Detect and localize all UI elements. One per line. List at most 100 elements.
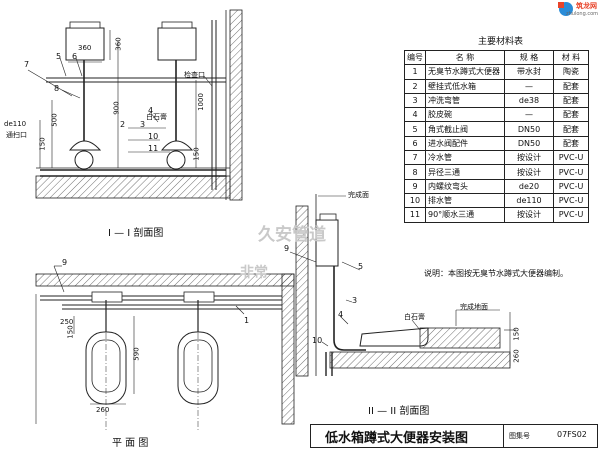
row-spec: DN50	[504, 121, 554, 137]
row-no: 8	[404, 164, 426, 180]
callout-4: 4	[148, 106, 154, 115]
row-spec: —	[504, 78, 554, 94]
s2-label-finish-floor: 完成地面	[460, 303, 488, 311]
row-no: 7	[404, 150, 426, 166]
callout-3: 3	[140, 120, 146, 129]
table-header-row: 编号 名 称 规 格 材 料	[404, 49, 589, 66]
section-2-title: II — II 剖面图	[368, 406, 430, 417]
label-white-stone: 白石膏	[146, 113, 167, 121]
title-block: 低水箱蹲式大便器安装图 图集号 07FS02	[310, 424, 598, 448]
callout-6: 6	[72, 52, 78, 61]
header-name: 名 称	[425, 49, 505, 66]
row-name: 90°顺水三通	[425, 207, 505, 223]
row-name: 异径三通	[425, 164, 505, 180]
row-material: PVC-U	[553, 150, 589, 166]
section-1-drawing	[27, 9, 243, 201]
s2-callout-4: 4	[338, 310, 344, 319]
dim-150-b: 150	[192, 147, 201, 161]
row-name: 进水阀配件	[425, 135, 505, 152]
watermark-text: 久安管道	[258, 225, 326, 245]
row-name: 胶皮碗	[425, 107, 505, 123]
note-text: 说明：本图按无臭节水蹲式大便器编制。	[424, 269, 568, 278]
callout-10: 10	[148, 132, 159, 141]
logo-url: zhulong.com	[566, 11, 599, 17]
row-spec: 按设计	[504, 150, 554, 166]
s2-callout-9: 9	[284, 244, 290, 253]
row-name: 内螺纹弯头	[425, 178, 505, 194]
row-material: 配套	[553, 78, 589, 94]
row-material: PVC-U	[553, 192, 589, 209]
row-no: 6	[404, 135, 426, 152]
row-no: 10	[404, 192, 426, 209]
title-divider	[503, 425, 504, 447]
plan-dim-250: 250	[60, 318, 74, 326]
header-no: 编号	[404, 49, 426, 66]
row-name: 排水管	[425, 192, 505, 209]
row-no: 2	[404, 78, 426, 94]
row-material: 配套	[553, 121, 589, 137]
plan-callout-9: 9	[62, 258, 68, 267]
row-spec: de38	[504, 92, 554, 109]
row-material: PVC-U	[553, 207, 589, 223]
plan-drawing	[35, 265, 295, 430]
callout-11: 11	[148, 144, 159, 153]
row-name: 角式截止阀	[425, 121, 505, 137]
label-cleanout: 通扫口	[6, 131, 27, 139]
row-no: 5	[404, 121, 426, 137]
atlas-label: 图集号	[509, 432, 530, 440]
dim-360-b: 360	[114, 37, 123, 51]
logo-name: 筑龙网	[576, 2, 597, 10]
plan-callout-1: 1	[244, 316, 250, 325]
plan-dim-590: 590	[132, 347, 141, 361]
callout-8: 8	[54, 84, 60, 93]
row-no: 4	[404, 107, 426, 123]
drawing-title: 低水箱蹲式大便器安装图	[325, 431, 469, 446]
row-material: PVC-U	[553, 164, 589, 180]
callout-7: 7	[24, 60, 30, 69]
row-spec: 按设计	[504, 207, 554, 223]
row-spec: DN50	[504, 135, 554, 152]
row-name: 冷水管	[425, 150, 505, 166]
s2-label-white-stone: 白石膏	[404, 313, 425, 321]
s2-callout-3: 3	[352, 296, 358, 305]
callout-2: 2	[120, 120, 126, 129]
label-inspection: 检查口	[184, 71, 205, 79]
row-no: 3	[404, 92, 426, 109]
row-material: 配套	[553, 107, 589, 123]
row-material: 配套	[553, 92, 589, 109]
section-1-title: I — I 剖面图	[108, 228, 164, 239]
row-name: 壁挂式低水箱	[425, 78, 505, 94]
section-2-drawing	[289, 194, 516, 377]
row-spec: —	[504, 107, 554, 123]
plan-title: 平 面 图	[112, 438, 149, 449]
watermark-text-2: 非常	[240, 265, 268, 281]
logo	[558, 2, 573, 16]
s2-dim-260: 260	[512, 349, 521, 363]
row-spec: de20	[504, 178, 554, 194]
row-no: 11	[404, 207, 426, 223]
dim-1000: 1000	[196, 93, 205, 111]
plan-dim-150: 150	[66, 325, 75, 339]
row-name: 无臭节水蹲式大便器	[425, 64, 505, 80]
row-no: 9	[404, 178, 426, 194]
row-name: 冲洗弯管	[425, 92, 505, 109]
row-spec: 按设计	[504, 164, 554, 180]
row-spec: 带水封	[504, 64, 554, 80]
table-title: 主要材料表	[478, 37, 524, 47]
row-spec: de110	[504, 192, 554, 209]
atlas-code: 07FS02	[557, 430, 587, 439]
s2-callout-5: 5	[358, 262, 364, 271]
plan-dim-260: 260	[96, 406, 110, 414]
dim-500: 500	[50, 113, 59, 127]
row-material: PVC-U	[553, 178, 589, 194]
